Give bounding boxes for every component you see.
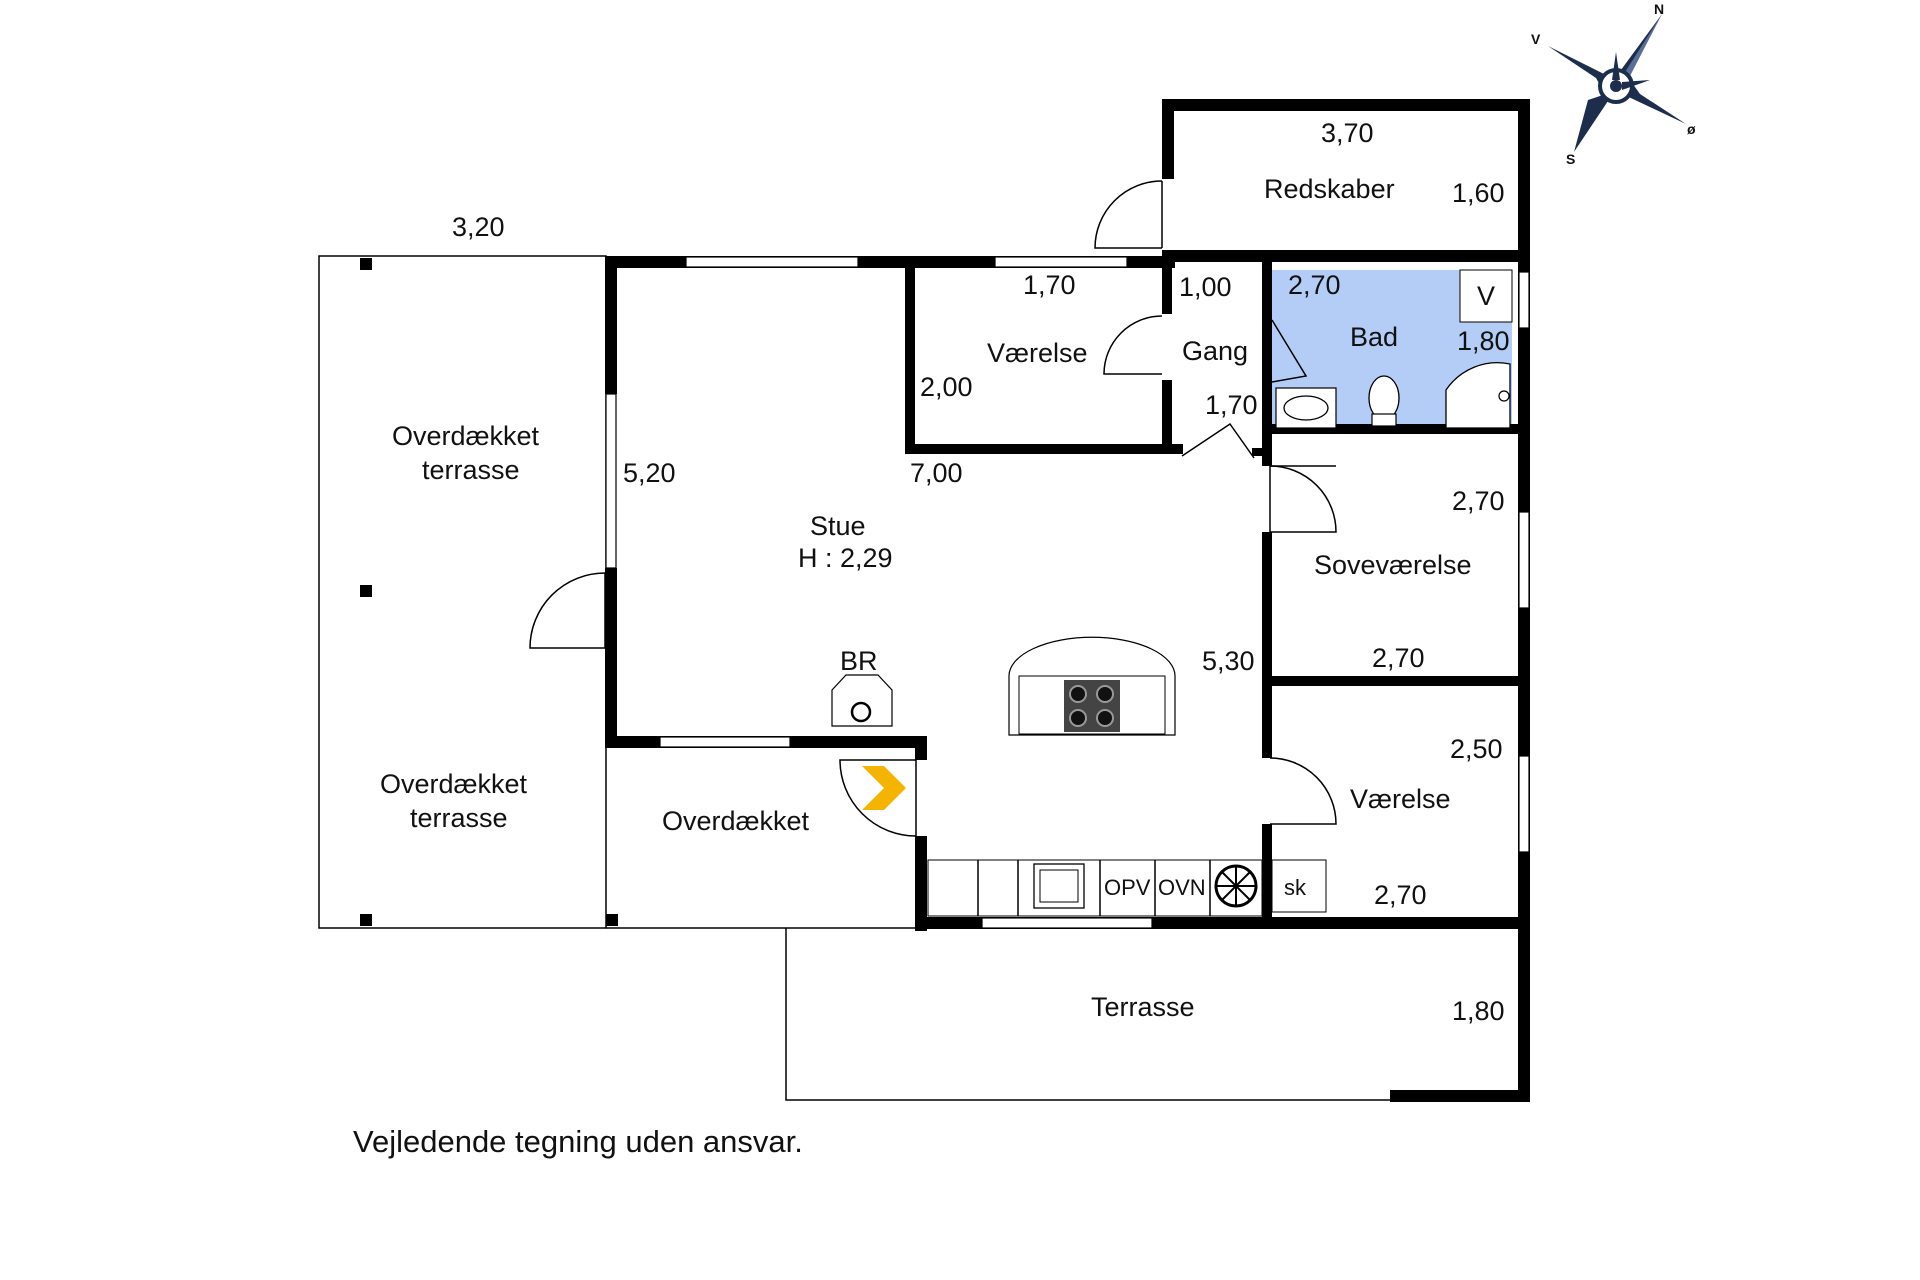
windows [605,256,1530,929]
room-sovevaerelse: Soveværelse [1314,550,1472,580]
room-gang: Gang [1182,336,1248,366]
post [360,258,372,270]
room-covered-terrace-2b: terrasse [410,803,508,833]
toilet-icon [1368,375,1400,421]
compass-s: S [1566,151,1575,167]
walls [605,99,1530,1102]
cabinet-label: sk [1284,875,1307,900]
post [360,914,372,926]
shower-icon [1445,362,1511,429]
dim-terrasse-top: 3,20 [452,212,505,242]
post [606,914,618,926]
fireplace-icon [831,674,893,727]
dim-sove-w: 2,70 [1372,643,1425,673]
dim-vaer2-w: 2,70 [1374,880,1427,910]
dim-stue-w: 7,00 [910,458,963,488]
dim-gang-h: 1,70 [1205,390,1258,420]
sink-icon [1275,387,1337,429]
compass-rose-icon [1548,14,1686,152]
dim-stue-h: 5,20 [623,458,676,488]
room-redskaber: Redskaber [1264,174,1395,204]
kitchen-sink-icon [1033,863,1085,909]
bath-v-mark: V [1477,281,1495,311]
dim-redskaber-w: 3,70 [1321,118,1374,148]
dim-redskaber-h: 1,60 [1452,178,1505,208]
room-covered-terrace-1a: Overdækket [392,421,540,451]
room-vaerelse-bottom: Værelse [1350,784,1451,814]
dim-vaerelse-w: 1,70 [1023,270,1076,300]
dim-terrasse-h: 1,80 [1452,996,1505,1026]
dishwasher-label: OPV [1104,875,1151,900]
room-overdaekket: Overdækket [662,806,810,836]
kitchen-island [1008,636,1176,736]
compass-o: ø [1687,121,1696,137]
fireplace-label: BR [840,646,878,676]
terrace-outline [785,928,1390,1101]
dim-gang-w: 1,00 [1179,272,1232,302]
room-vaerelse-top: Værelse [987,338,1088,368]
dim-sove-h: 2,70 [1452,486,1505,516]
kitchen-counter [927,859,1327,917]
dim-vaer2-h: 2,50 [1450,734,1503,764]
compass-v: V [1531,31,1541,47]
post [360,585,372,597]
dim-bad-w: 2,70 [1288,270,1341,300]
room-terrasse: Terrasse [1091,992,1195,1022]
room-bad: Bad [1350,322,1398,352]
compass-n: N [1654,1,1664,17]
dim-bad-h: 1,80 [1457,326,1510,356]
entrance-arrow-icon [862,766,906,810]
room-stue-height: H : 2,29 [798,543,893,573]
dim-kitchen-h: 5,30 [1202,646,1255,676]
oven-label: OVN [1158,875,1206,900]
doors [529,180,1337,837]
bathroom-fixtures [1275,269,1513,429]
room-covered-terrace-2a: Overdækket [380,769,528,799]
dim-vaerelse-h: 2,00 [920,372,973,402]
room-covered-terrace-1b: terrasse [422,455,520,485]
disclaimer-text: Vejledende tegning uden ansvar. [353,1124,803,1159]
room-stue: Stue [810,511,866,541]
